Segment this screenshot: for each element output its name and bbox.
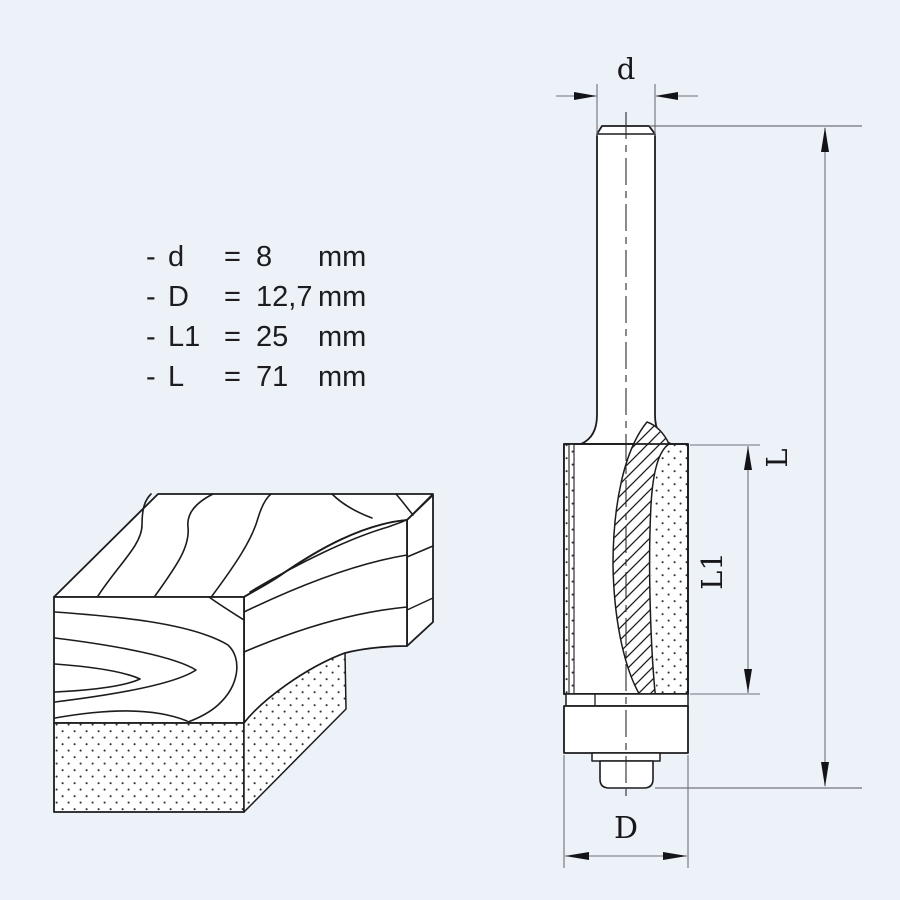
spec-unit: mm xyxy=(318,241,367,273)
wood-front-face xyxy=(53,596,245,724)
bit-carbide-face xyxy=(651,445,687,693)
spec-row-L: - L = 71 mm xyxy=(146,357,366,397)
spec-label: d xyxy=(168,241,185,273)
wood-grain-end xyxy=(406,545,434,611)
wood-end-face xyxy=(406,494,434,647)
wood-core-layer xyxy=(53,722,245,813)
spec-value: 12,7 xyxy=(256,281,313,313)
spec-equals: = xyxy=(224,321,241,353)
wood-grain-front xyxy=(54,596,245,723)
wood-grain-top xyxy=(97,493,414,597)
spec-label: L xyxy=(168,361,185,393)
spec-equals: = xyxy=(224,281,241,313)
dim-cutting-length xyxy=(690,444,760,695)
spec-row-d: - d = 8 mm xyxy=(146,237,366,277)
router-bit-drawing xyxy=(563,112,689,802)
spec-dash: - xyxy=(146,241,156,273)
wood-grain-right xyxy=(243,554,408,653)
spec-value: 8 xyxy=(256,241,273,273)
label-overall-length: L xyxy=(760,448,794,467)
spec-dash: - xyxy=(146,321,156,353)
dim-cutting-diameter xyxy=(563,755,689,868)
spec-unit: mm xyxy=(318,321,367,353)
wood-sample-illustration xyxy=(53,493,434,813)
label-cutting-length: L1 xyxy=(695,552,729,590)
dim-overall-length xyxy=(649,125,862,789)
spec-equals: = xyxy=(224,361,241,393)
spec-unit: mm xyxy=(318,361,367,393)
spec-row-L1: - L1 = 25 mm xyxy=(146,317,366,357)
spec-unit: mm xyxy=(318,281,367,313)
spec-label: D xyxy=(168,281,189,313)
wood-trimmed-edge xyxy=(243,652,347,813)
bit-hub-band xyxy=(565,693,689,707)
spec-dash: - xyxy=(146,281,156,313)
spec-value: 25 xyxy=(256,321,289,353)
spec-label: L1 xyxy=(168,321,201,353)
label-shank-diameter: d xyxy=(617,52,636,86)
label-cutting-diameter: D xyxy=(614,811,638,846)
dim-shank-diameter xyxy=(556,84,698,136)
spec-row-D: - D = 12,7 mm xyxy=(146,277,366,317)
dimension-annotations xyxy=(556,84,862,868)
spec-value: 71 xyxy=(256,361,289,393)
spec-equals: = xyxy=(224,241,241,273)
spec-dash: - xyxy=(146,361,156,393)
dimension-spec-list: - d = 8 mm - D = 12,7 mm - L1 = 25 mm - … xyxy=(146,237,366,397)
